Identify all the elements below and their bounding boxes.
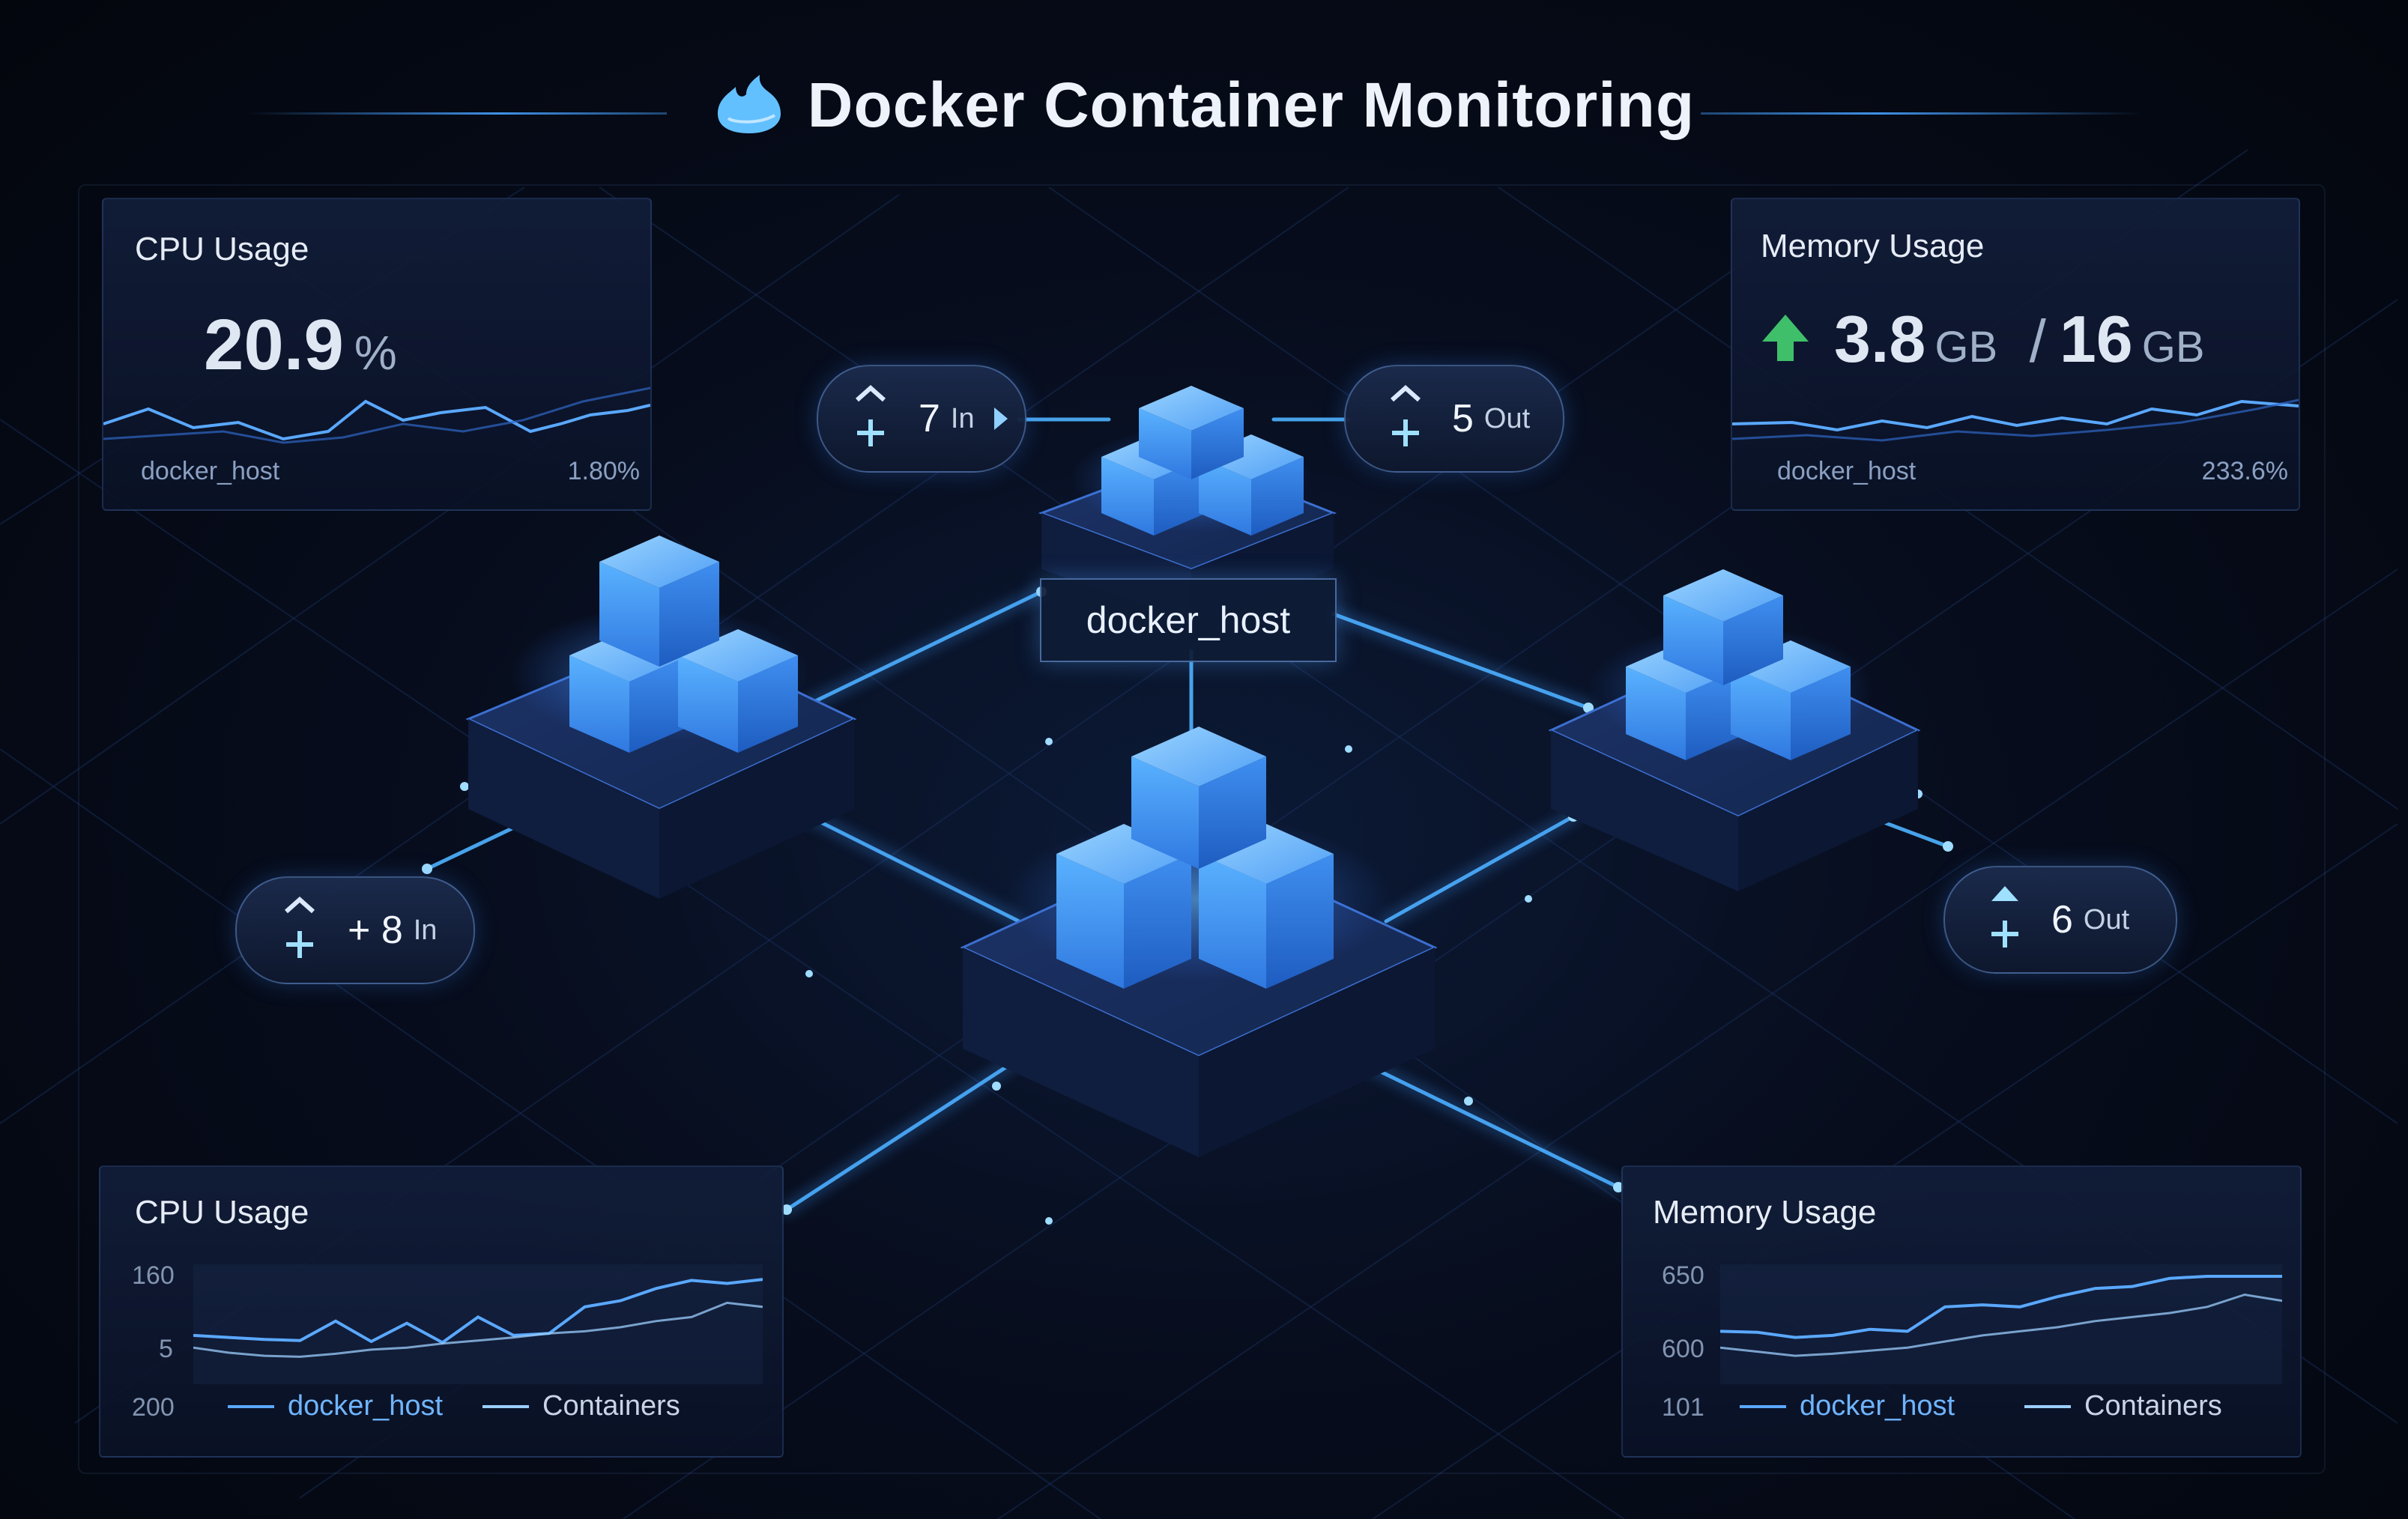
cpu-usage-chart-panel[interactable]: CPU Usage 160 5 200 docker_host Containe…: [99, 1165, 784, 1458]
memory-stat: 233.6%: [2201, 457, 2288, 485]
traffic-badge-top-left[interactable]: 7 In: [817, 365, 1026, 473]
legend-containers: Containers: [2024, 1390, 2222, 1422]
legend-docker-host: docker_host: [1740, 1390, 1955, 1422]
traffic-badge-right[interactable]: 6 Out: [1943, 866, 2177, 974]
cpu-unit: %: [354, 326, 397, 380]
traffic-badge-left[interactable]: + 8 In: [235, 876, 475, 984]
traffic-count: + 8: [348, 909, 403, 952]
memory-unit: GB: [1934, 323, 1998, 372]
arrow-up-icon: [1762, 315, 1809, 361]
traffic-count: 5: [1452, 397, 1474, 440]
container-cubes-top: [1101, 386, 1304, 536]
traffic-updown-icon: [856, 384, 886, 446]
legend-label: docker_host: [1800, 1390, 1955, 1422]
traffic-direction: Out: [1483, 402, 1531, 434]
cpu-usage-card[interactable]: CPU Usage 20.9% docker_host 1.80%: [102, 198, 652, 511]
legend-containers: Containers: [482, 1390, 680, 1422]
legend-swatch: [1740, 1404, 1786, 1408]
series-line-docker-host: [193, 1278, 763, 1344]
memory-sparkline: [1732, 398, 2299, 442]
memory-total-unit: GB: [2141, 323, 2205, 372]
traffic-direction: Out: [2083, 903, 2130, 936]
memory-total: 16: [2059, 302, 2133, 376]
traffic-badge-top-right[interactable]: 5 Out: [1344, 365, 1564, 473]
memory-chart-title: Memory Usage: [1653, 1194, 1877, 1231]
title-line-left: [247, 112, 667, 115]
chevron-right-icon: [993, 407, 1008, 430]
traffic-updown-icon: [285, 896, 315, 958]
memory-line-chart: [1720, 1264, 2282, 1384]
memory-value: 3.8: [1834, 302, 1926, 376]
cpu-line-chart: [193, 1264, 763, 1384]
header: Docker Container Monitoring: [0, 52, 2408, 157]
memory-card-title: Memory Usage: [1761, 228, 1985, 264]
memory-separator: /: [2029, 308, 2046, 375]
cpu-value: 20.9: [204, 305, 344, 385]
docker-host-label[interactable]: docker_host: [1040, 578, 1337, 662]
cpu-host-label: docker_host: [141, 457, 280, 485]
traffic-count: 6: [2051, 898, 2073, 942]
cpu-card-title: CPU Usage: [135, 231, 309, 267]
traffic-direction: In: [413, 914, 438, 946]
series-line-containers: [1720, 1293, 2282, 1357]
container-cubes-center: [1056, 727, 1334, 989]
y-tick: 200: [132, 1393, 175, 1422]
container-cubes-right: [1626, 569, 1851, 760]
legend-label: Containers: [2084, 1390, 2222, 1422]
legend-swatch: [2024, 1404, 2071, 1408]
page-title: Docker Container Monitoring: [807, 69, 1695, 140]
cpu-value-row: 20.9%: [204, 304, 397, 386]
y-tick: 600: [1662, 1335, 1704, 1363]
traffic-updown-icon: [1991, 886, 2018, 948]
series-line-docker-host: [1720, 1275, 2282, 1339]
traffic-count: 7: [919, 397, 940, 440]
series-line-containers: [193, 1301, 763, 1358]
y-tick: 160: [132, 1261, 175, 1290]
traffic-updown-icon: [1391, 384, 1421, 446]
y-tick: 650: [1662, 1261, 1704, 1290]
legend-label: docker_host: [288, 1390, 444, 1422]
legend-swatch: [482, 1404, 529, 1408]
traffic-direction: In: [950, 402, 975, 434]
docker-flame-icon: [717, 75, 781, 133]
y-tick: 101: [1662, 1393, 1704, 1422]
dashboard-frame: [78, 184, 2326, 1474]
container-cubes-left: [569, 536, 798, 753]
memory-usage-chart-panel[interactable]: Memory Usage 650 600 101 docker_host Con…: [1621, 1165, 2302, 1458]
y-tick: 5: [159, 1335, 173, 1363]
memory-host-label: docker_host: [1777, 457, 1917, 485]
legend-docker-host: docker_host: [228, 1390, 443, 1422]
cpu-sparkline: [103, 386, 650, 444]
cpu-chart-title: CPU Usage: [135, 1194, 309, 1231]
cpu-stat: 1.80%: [567, 457, 640, 485]
legend-label: Containers: [542, 1390, 680, 1422]
legend-swatch: [228, 1404, 274, 1408]
